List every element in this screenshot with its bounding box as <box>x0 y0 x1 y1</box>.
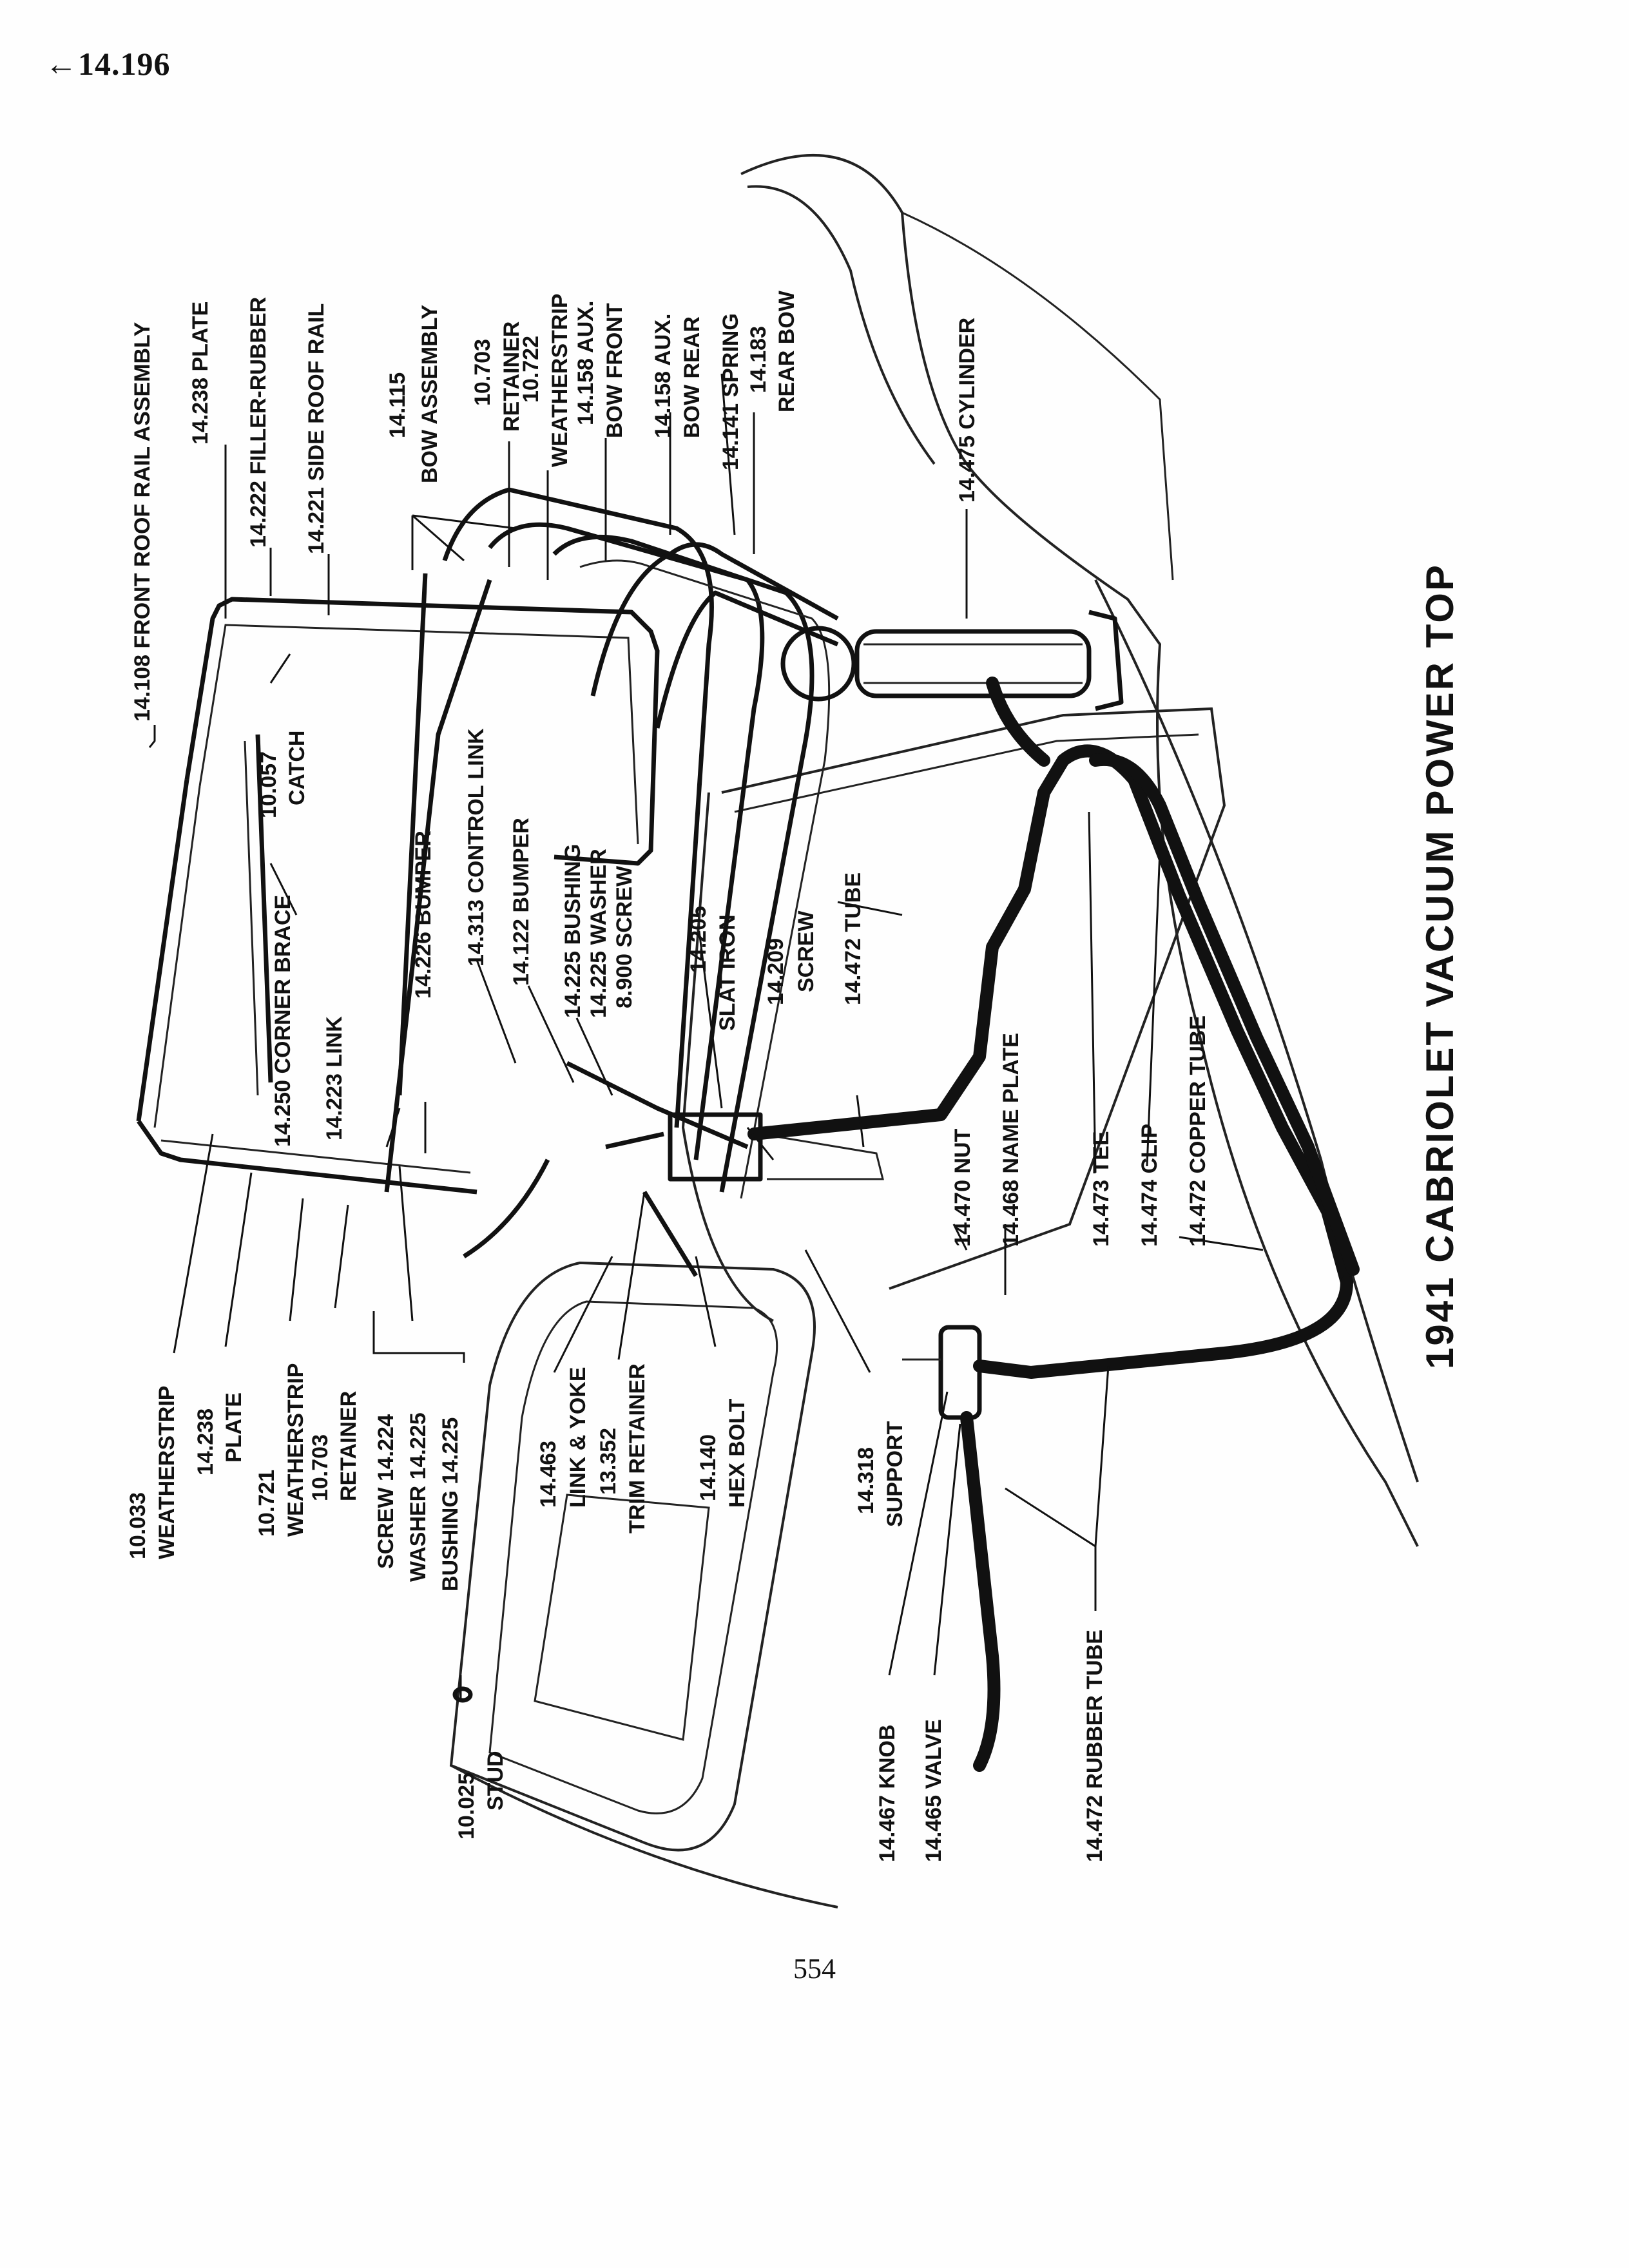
label-bumper-226: 14.226 BUMPER <box>411 831 436 999</box>
section-reference: ←14.196 <box>45 46 171 82</box>
label-bumper-122: 14.122 BUMPER <box>509 818 534 986</box>
label-tee: 14.473 TEE <box>1089 1131 1113 1247</box>
label-hex-bolt: HEX BOLT <box>725 1398 749 1508</box>
label-rubber-tube: 14.472 RUBBER TUBE <box>1083 1629 1107 1862</box>
part-labels: 14.108 FRONT ROOF RAIL ASSEMBLY 14.238 P… <box>126 290 1461 1862</box>
label-hex-bolt-num: 14.140 <box>696 1434 720 1501</box>
label-corner-brace: 14.250 CORNER BRACE <box>271 895 295 1147</box>
label-washer-225b: WASHER 14.225 <box>406 1412 430 1582</box>
label-weatherstrip-033: WEATHERSTRIP <box>155 1386 179 1559</box>
label-trim-retainer: TRIM RETAINER <box>625 1363 650 1533</box>
diagram-artwork <box>136 154 1419 1908</box>
page-number: 554 <box>793 1953 836 1984</box>
label-clip: 14.474 CLIP <box>1137 1124 1162 1247</box>
label-slat-iron: SLAT IRON <box>715 914 740 1031</box>
label-weatherstrip-721-num: 10.721 <box>255 1470 279 1537</box>
label-stud-num: 10.025 <box>454 1773 479 1840</box>
label-link-yoke-num: 14.463 <box>536 1441 561 1508</box>
label-link-yoke: LINK & YOKE <box>566 1367 590 1508</box>
label-rear-bow: REAR BOW <box>775 290 799 412</box>
label-screw-209: SCREW <box>794 910 818 992</box>
label-weatherstrip-top: WEATHERSTRIP <box>548 294 572 467</box>
label-plate-top: 14.238 PLATE <box>188 302 213 445</box>
label-plate-238-num: 14.238 <box>193 1408 218 1475</box>
label-name-plate: 14.468 NAME PLATE <box>999 1033 1023 1247</box>
label-bushing-225: 14.225 BUSHING <box>561 844 585 1018</box>
label-screw-209-num: 14.209 <box>764 938 788 1005</box>
figure-title: 1941 CABRIOLET VACUUM POWER TOP <box>1418 563 1461 1369</box>
label-slat-iron-num: 14.205 <box>686 906 711 973</box>
label-catch-num: 10.057 <box>256 751 281 818</box>
label-aux-bow-front-1: 14.158 AUX. <box>574 301 598 425</box>
label-rear-bow-num: 14.183 <box>746 326 771 393</box>
label-aux-bow-front-2: BOW FRONT <box>602 303 627 438</box>
label-control-link: 14.313 CONTROL LINK <box>464 728 488 966</box>
label-spring: 14.141 SPRING <box>718 313 743 470</box>
label-tube-472: 14.472 TUBE <box>841 872 865 1005</box>
label-plate-238: PLATE <box>222 1392 246 1463</box>
label-catch: CATCH <box>285 731 309 805</box>
label-support-num: 14.318 <box>854 1447 878 1514</box>
label-knob: 14.467 KNOB <box>875 1724 900 1862</box>
label-link-223: 14.223 LINK <box>322 1016 347 1140</box>
label-cylinder: 14.475 CYLINDER <box>955 318 979 503</box>
label-retainer-top: RETAINER <box>499 322 524 432</box>
label-bushing-225b: BUSHING 14.225 <box>438 1418 463 1591</box>
label-weatherstrip-top-num: 10.722 <box>519 336 543 403</box>
label-aux-bow-rear-1: 14.158 AUX. <box>651 314 675 438</box>
label-retainer-top-num: 10.703 <box>470 339 495 406</box>
label-washer-225: 14.225 WASHER <box>586 849 611 1018</box>
label-stud: STUD <box>483 1751 508 1811</box>
label-retainer-703-num: 10.703 <box>308 1434 333 1501</box>
label-filler-rubber: 14.222 FILLER-RUBBER <box>246 297 271 548</box>
label-weatherstrip-033-num: 10.033 <box>126 1492 150 1559</box>
label-screw-224: SCREW 14.224 <box>374 1414 398 1569</box>
label-screw-8900: 8.900 SCREW <box>612 865 637 1008</box>
label-weatherstrip-721: WEATHERSTRIP <box>284 1363 308 1537</box>
label-bow-assembly-num: 14.115 <box>385 372 410 438</box>
label-side-roof-rail: 14.221 SIDE ROOF RAIL <box>304 303 329 554</box>
label-bow-assembly: BOW ASSEMBLY <box>418 305 442 483</box>
label-copper-tube: 14.472 COPPER TUBE <box>1186 1015 1210 1247</box>
label-front-roof-rail: 14.108 FRONT ROOF RAIL ASSEMBLY <box>130 322 155 722</box>
label-retainer-703: RETAINER <box>336 1391 361 1501</box>
label-valve: 14.465 VALVE <box>921 1719 946 1862</box>
label-aux-bow-rear-2: BOW REAR <box>680 316 704 438</box>
label-support: SUPPORT <box>883 1421 907 1527</box>
label-trim-retainer-num: 13.352 <box>596 1428 621 1495</box>
leader-lines <box>148 373 1264 1701</box>
label-nut-470: 14.470 NUT <box>950 1128 975 1247</box>
